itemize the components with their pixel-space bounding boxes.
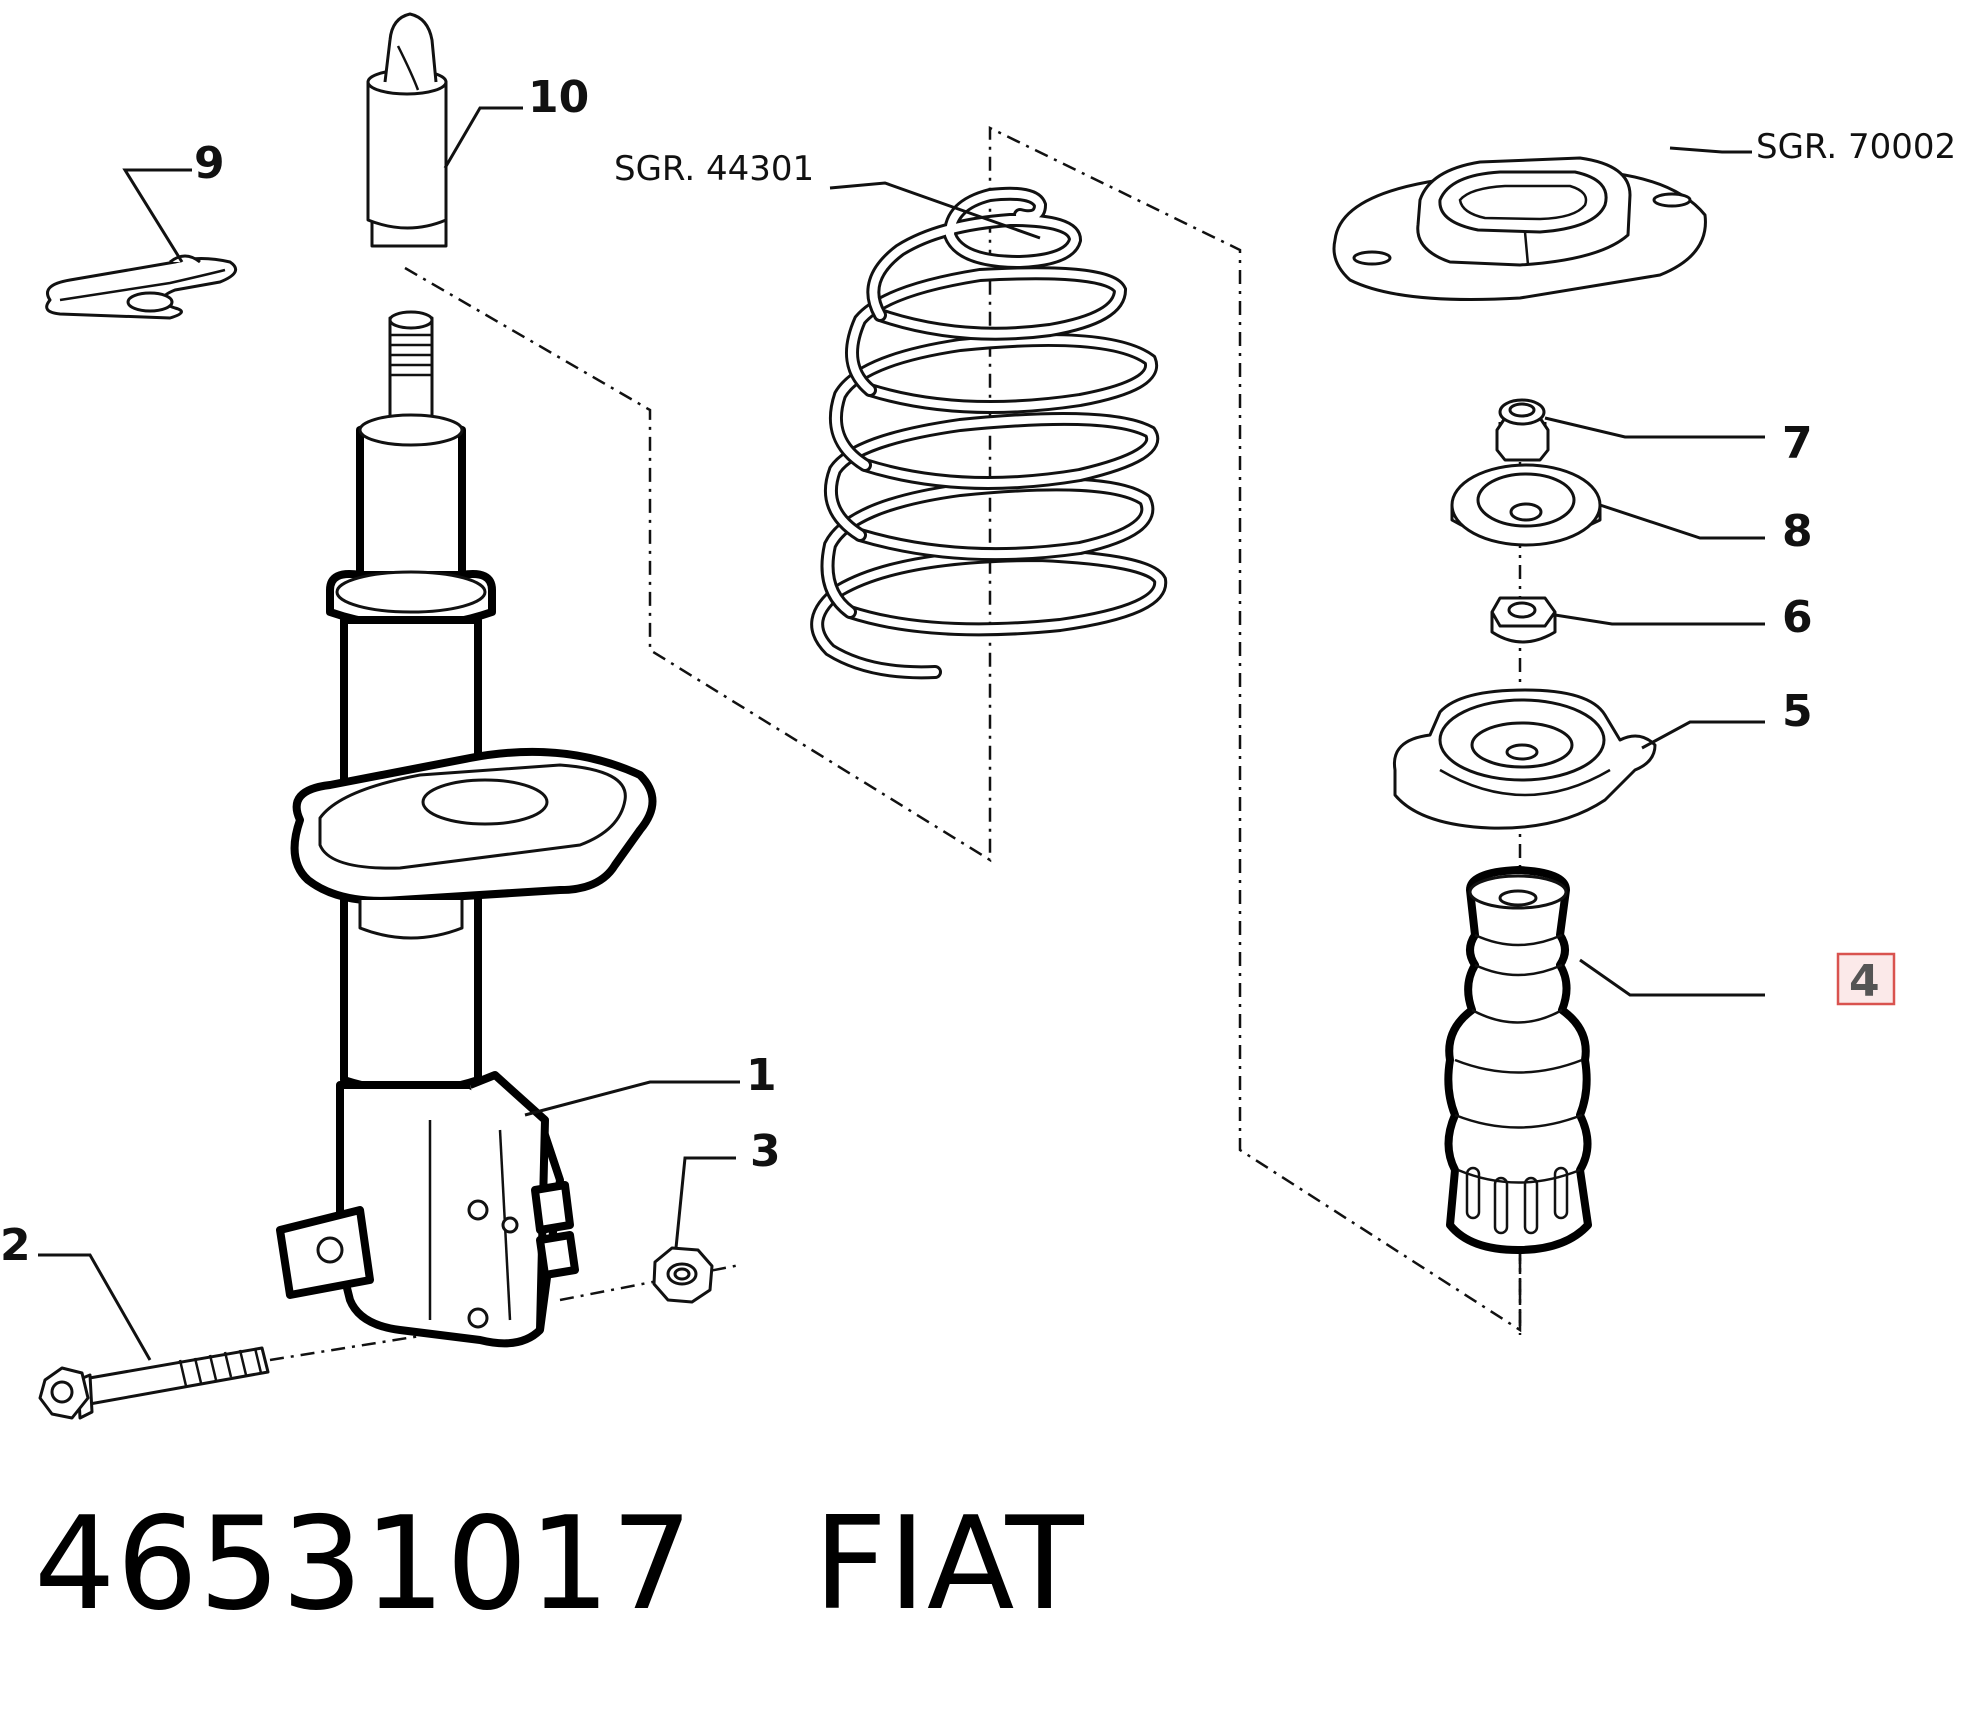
callout-1: 1: [746, 1050, 777, 1101]
callout-4: 4: [1849, 956, 1880, 1007]
part-7-top-nut: [1495, 398, 1550, 462]
callout-10: 10: [528, 72, 589, 123]
leader-lines: [38, 106, 1765, 1361]
callout-9: 9: [194, 138, 225, 189]
brand-name: FIAT: [813, 1490, 1085, 1639]
highlighted-callout-4[interactable]: 4: [1836, 952, 1896, 1007]
callout-7: 7: [1782, 418, 1813, 469]
callout-labels: 10 9 7 8 6 5 1 3 2 SGR. 44301 SGR. 70002: [0, 72, 1956, 1271]
part-10-bump-cap: [366, 12, 448, 248]
part-4-bump-stop: [1444, 866, 1592, 1254]
part-8-upper-cup: [1450, 463, 1602, 547]
callout-3: 3: [750, 1126, 781, 1177]
part-2-bolt: [38, 1346, 270, 1420]
highlight-box: [1836, 952, 1896, 1006]
callout-8: 8: [1782, 506, 1813, 557]
callout-6: 6: [1782, 592, 1813, 643]
top-mount-reference-label: SGR. 70002: [1756, 127, 1956, 167]
part-5-strut-mount: [1392, 688, 1657, 830]
part-1-strut: [276, 310, 657, 1348]
part-9-spring-clip: [45, 254, 238, 320]
coil-spring: [810, 186, 1168, 680]
part-3-nut: [652, 1246, 714, 1304]
spring-reference-label: SGR. 44301: [614, 149, 814, 189]
footer-caption: 46531017 FIAT: [34, 1490, 1085, 1639]
top-mount-plate: [1332, 156, 1707, 302]
callout-2: 2: [0, 1220, 31, 1271]
callout-5: 5: [1782, 686, 1813, 737]
part-6-spacer: [1490, 596, 1557, 644]
part-number: 46531017: [34, 1490, 694, 1639]
